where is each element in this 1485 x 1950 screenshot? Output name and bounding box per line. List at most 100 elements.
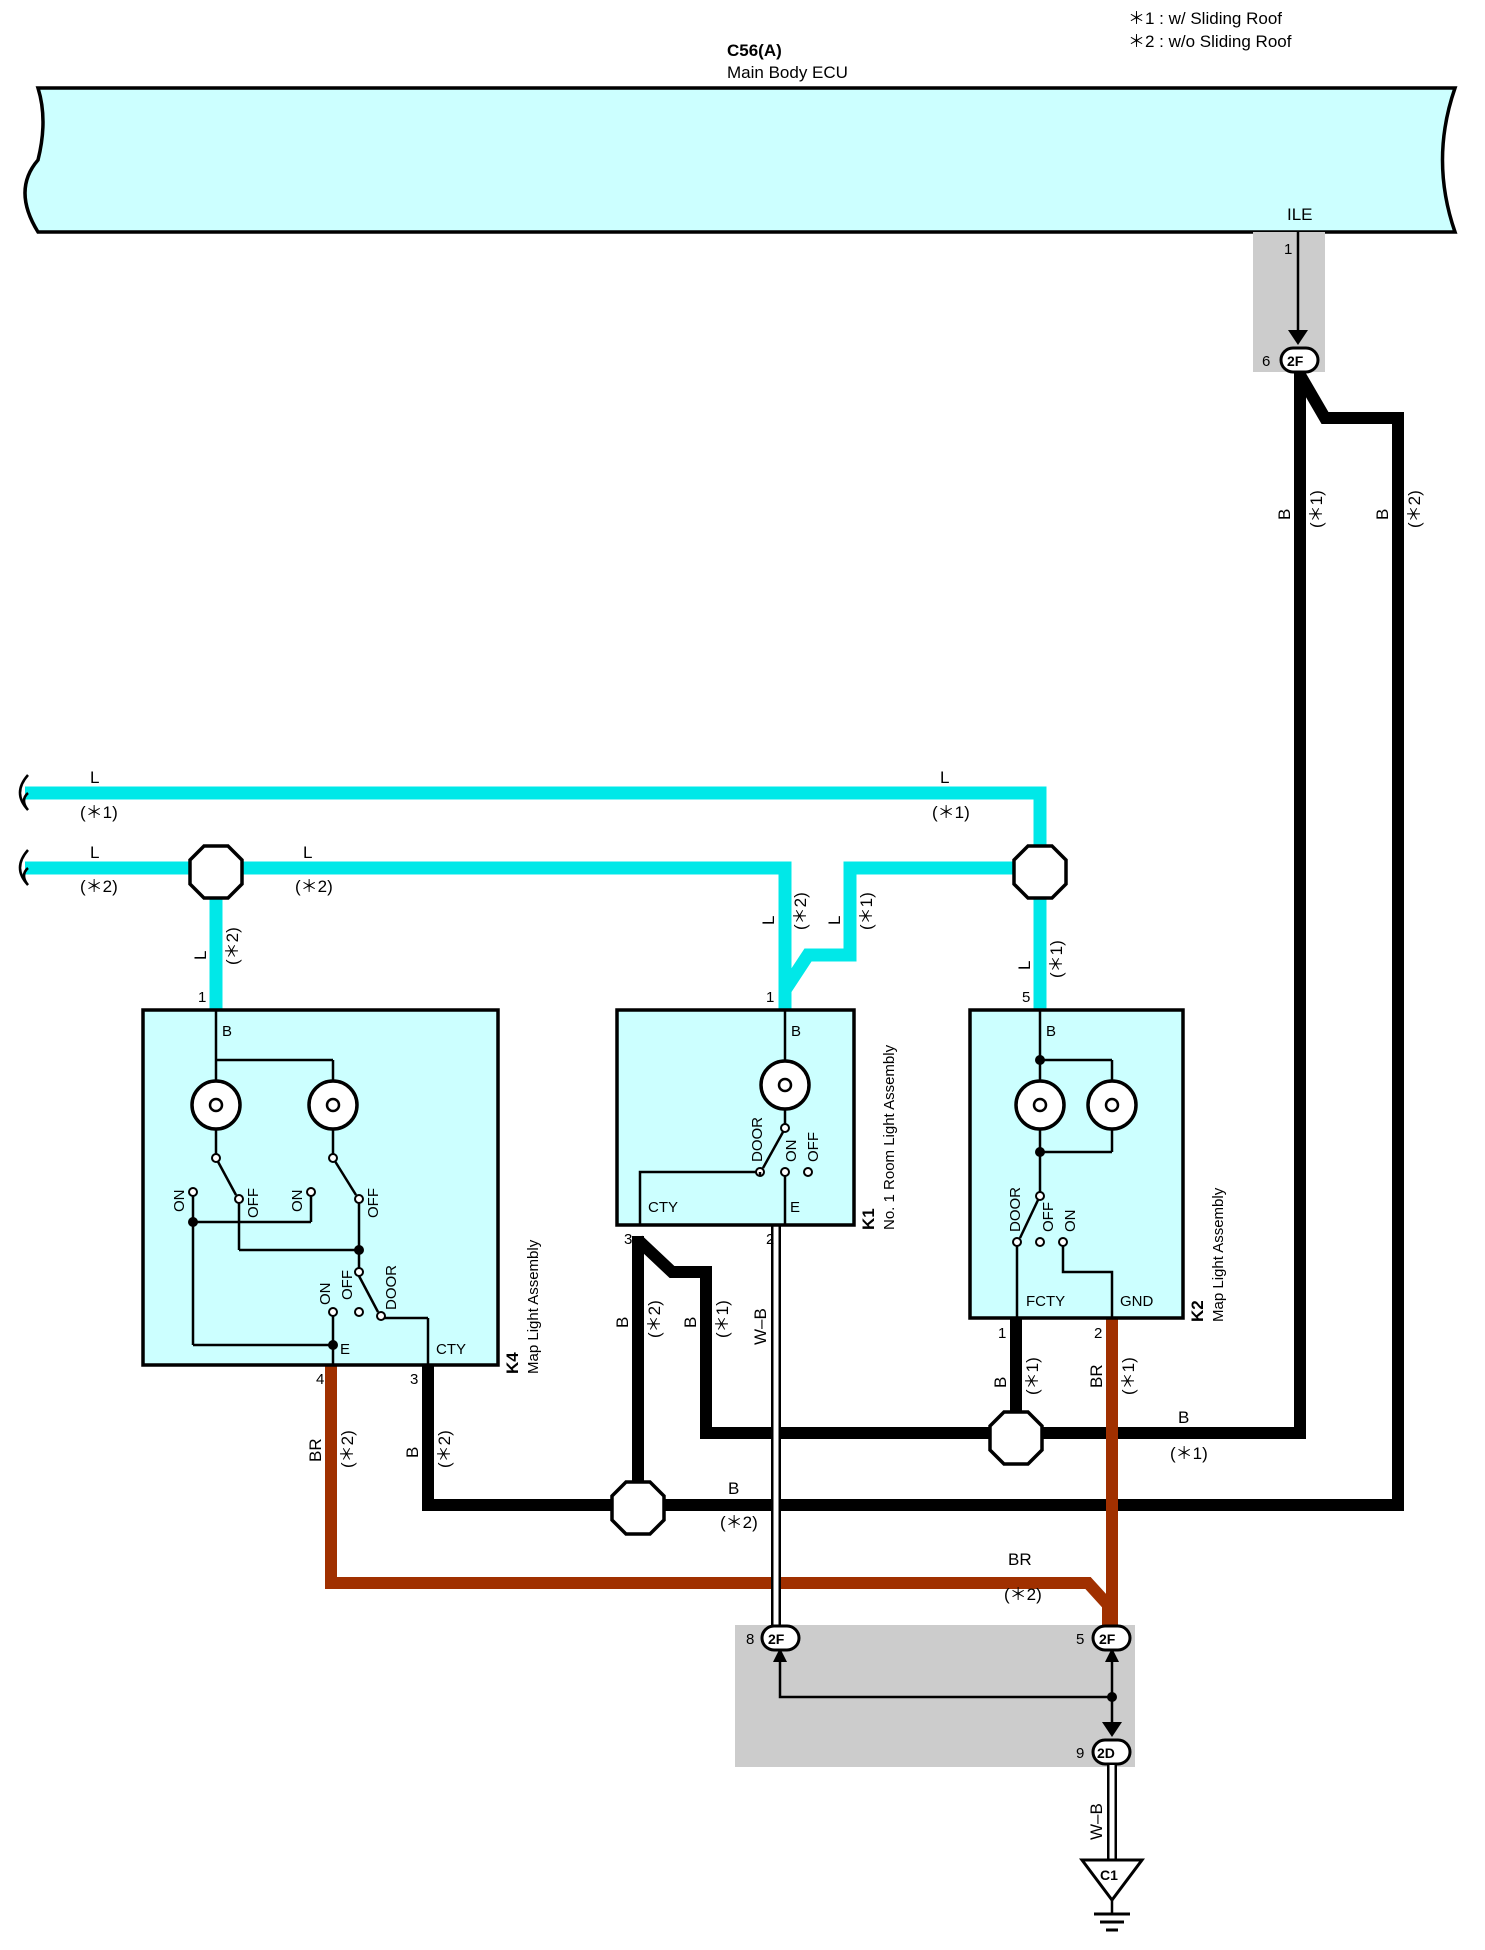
svg-text:(＊2): (＊2) [80,877,118,896]
k1-bulb [759,1059,811,1111]
ecu-pin-1: 1 [1284,241,1292,258]
svg-text:K1: K1 [859,1208,878,1230]
svg-text:1: 1 [998,1325,1006,1342]
ecu-terminal-ile: ILE [1287,205,1313,224]
wire-l-s1-k1 [779,861,1040,994]
splice-l-right [1012,844,1068,900]
svg-text:ON: ON [783,1140,800,1163]
note-no-sliding-roof: ＊2 : w/o Sliding Roof [1128,32,1292,51]
svg-text:CTY: CTY [436,1341,466,1358]
splice-b-s1 [988,1410,1044,1466]
svg-text:GND: GND [1120,1293,1154,1310]
k2-bulb-left [1014,1079,1066,1131]
svg-text:E: E [790,1199,800,1216]
svg-text:BR: BR [306,1438,325,1462]
svg-text:L: L [90,768,99,787]
k2-bulb-right [1086,1079,1138,1131]
svg-text:OFF: OFF [1040,1202,1057,1232]
svg-text:B: B [222,1023,232,1040]
svg-text:4: 4 [316,1371,324,1388]
connector-2F-top [1279,346,1320,374]
svg-text:DOOR: DOOR [749,1117,766,1162]
svg-text:L: L [759,916,778,925]
svg-text:B: B [1046,1023,1056,1040]
ecu-code: C56(A) [727,41,782,60]
svg-text:B: B [403,1447,422,1458]
svg-text:(＊2): (＊2) [435,1430,454,1468]
svg-text:W–B: W–B [751,1308,770,1345]
svg-text:L: L [191,951,210,960]
svg-text:(＊2): (＊2) [720,1513,758,1532]
svg-text:OFF: OFF [339,1270,356,1300]
svg-text:(＊2): (＊2) [1405,490,1424,528]
svg-text:L: L [825,916,844,925]
svg-text:B: B [991,1377,1010,1388]
svg-text:2D: 2D [1097,1745,1115,1761]
svg-text:BR: BR [1008,1550,1032,1569]
svg-text:(＊2): (＊2) [791,892,810,930]
svg-text:2F: 2F [1099,1631,1116,1647]
splice-b-s2 [610,1480,666,1536]
svg-text:(＊1): (＊1) [1170,1444,1208,1463]
svg-text:B: B [1275,509,1294,520]
svg-text:L: L [940,768,949,787]
svg-text:K4: K4 [503,1352,522,1374]
svg-text:1: 1 [198,989,206,1006]
svg-text:L: L [1015,961,1034,970]
svg-text:5: 5 [1022,989,1030,1006]
svg-text:B: B [1178,1408,1189,1427]
k4-bulb-left [190,1079,242,1131]
svg-text:E: E [340,1341,350,1358]
svg-text:L: L [303,843,312,862]
svg-text:DOOR: DOOR [1007,1187,1024,1232]
svg-text:(＊1): (＊1) [1047,940,1066,978]
svg-text:2: 2 [1094,1325,1102,1342]
wire-b-s2 [422,371,1404,1511]
svg-text:B: B [613,1317,632,1328]
svg-text:(＊1): (＊1) [1023,1357,1042,1395]
svg-text:(＊1): (＊1) [1307,490,1326,528]
connector-2F-top-id: 2F [1287,353,1304,369]
svg-text:(＊1): (＊1) [713,1300,732,1338]
k4-map-light-assembly: 1 B ON OFF ON OFF [141,989,542,1388]
svg-text:OFF: OFF [805,1132,822,1162]
svg-text:K2: K2 [1188,1300,1207,1322]
svg-text:3: 3 [624,1231,632,1248]
wire-br-s2 [325,1360,1114,1625]
svg-text:Map Light Assembly: Map Light Assembly [525,1239,542,1374]
svg-text:B: B [1373,509,1392,520]
svg-text:5: 5 [1076,1631,1084,1648]
svg-text:Map Light Assembly: Map Light Assembly [1210,1187,1227,1322]
svg-text:C1: C1 [1100,1867,1118,1883]
ecu-body [23,86,1458,234]
connector-2F-right [1091,1624,1132,1652]
connector-2F-top-pin: 6 [1262,353,1270,370]
svg-text:(＊2): (＊2) [1004,1585,1042,1604]
svg-text:FCTY: FCTY [1026,1293,1065,1310]
k4-bulb-right [307,1079,359,1131]
svg-text:L: L [90,843,99,862]
svg-text:ON: ON [317,1283,334,1306]
k2-map-light-assembly: 5 B DOOR OFF ON FCTY GND 1 2 K2 Map Ligh… [968,989,1227,1342]
svg-text:(＊1): (＊1) [932,803,970,822]
svg-text:3: 3 [410,1371,418,1388]
svg-text:B: B [791,1023,801,1040]
svg-text:2F: 2F [768,1631,785,1647]
svg-text:DOOR: DOOR [383,1265,400,1310]
svg-text:B: B [728,1479,739,1498]
connector-2F-left [760,1624,801,1652]
svg-text:(＊2): (＊2) [223,927,242,965]
connector-2D [1091,1738,1132,1766]
svg-text:No. 1 Room Light Assembly: No. 1 Room Light Assembly [881,1044,898,1230]
k1-room-light-assembly: 1 B DOOR ON OFF CTY E 3 2 K1 No. 1 Room … [615,989,898,1248]
wire-l-s1-top [25,786,1047,865]
svg-text:ON: ON [1062,1210,1079,1233]
svg-text:2: 2 [766,1231,774,1248]
svg-text:1: 1 [766,989,774,1006]
svg-text:(＊2): (＊2) [338,1430,357,1468]
svg-text:(＊1): (＊1) [1119,1357,1138,1395]
svg-text:(＊1): (＊1) [857,892,876,930]
svg-text:ON: ON [171,1190,188,1213]
svg-text:OFF: OFF [245,1188,262,1218]
